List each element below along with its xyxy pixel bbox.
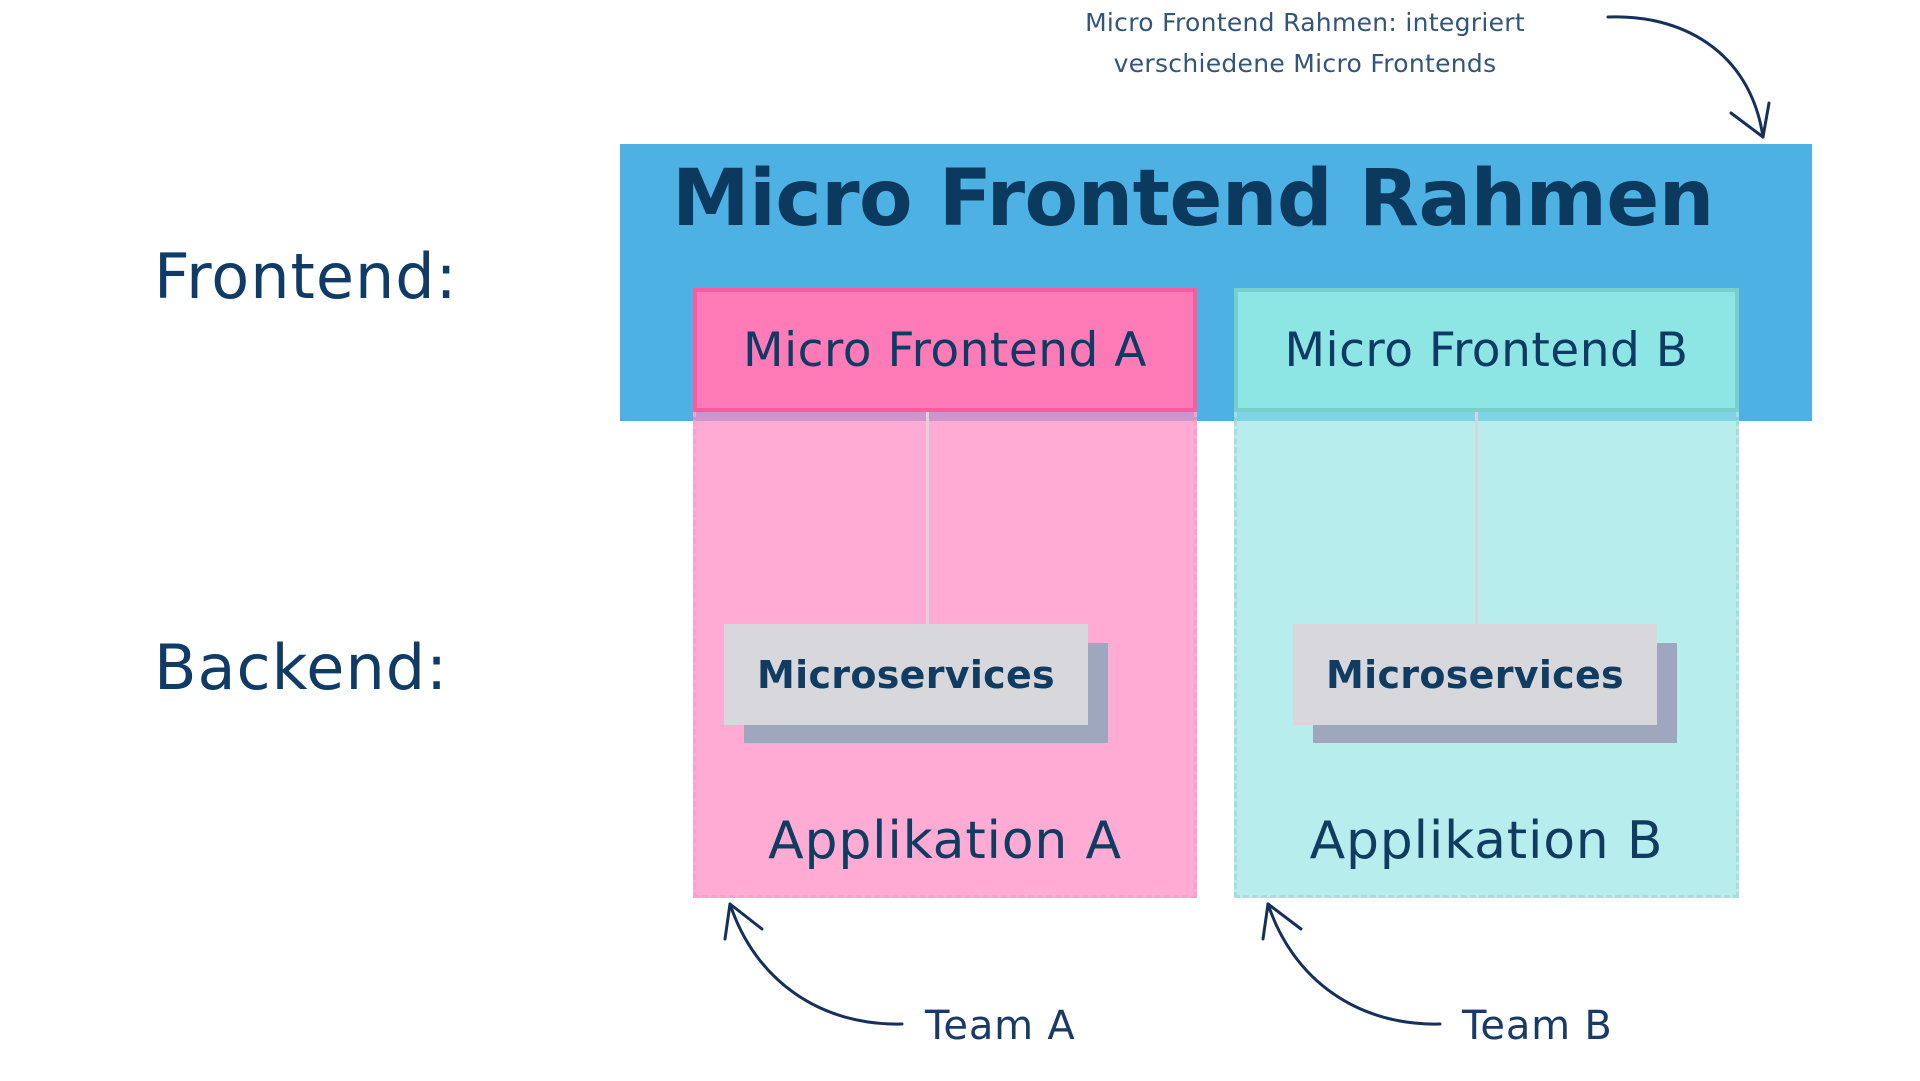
microservices-b-box: Microservices xyxy=(1293,624,1657,725)
microservices-b-label: Microservices xyxy=(1326,652,1624,697)
micro-frontend-a-label: Micro Frontend A xyxy=(743,322,1147,378)
backend-layer-label: Backend: xyxy=(154,631,448,704)
frame-annotation-arrow-icon xyxy=(1606,15,1771,139)
team-b-arrow-icon xyxy=(1261,902,1442,1026)
micro-frontend-b-label: Micro Frontend B xyxy=(1284,322,1689,378)
micro-frontend-a-box: Micro Frontend A xyxy=(693,288,1197,412)
micro-frontend-b-box: Micro Frontend B xyxy=(1234,288,1739,412)
team-b-label: Team B xyxy=(1462,1003,1613,1049)
frame-annotation-line-2: verschiedene Micro Frontends xyxy=(1113,49,1497,78)
team-a-arrow-icon xyxy=(723,902,904,1026)
frame-annotation: Micro Frontend Rahmen: integriert versch… xyxy=(1020,2,1590,84)
microservices-a-label: Microservices xyxy=(757,652,1055,697)
connector-line-b xyxy=(1475,412,1478,625)
application-b-label: Applikation B xyxy=(1309,811,1664,871)
microservices-a-box: Microservices xyxy=(724,624,1088,725)
frame-annotation-line-1: Micro Frontend Rahmen: integriert xyxy=(1085,8,1525,37)
micro-frontend-frame-title: Micro Frontend Rahmen xyxy=(672,154,1714,244)
frontend-layer-label: Frontend: xyxy=(154,240,458,313)
team-a-label: Team A xyxy=(925,1003,1076,1049)
application-a-label: Applikation A xyxy=(768,811,1122,871)
connector-line-a xyxy=(926,412,929,625)
